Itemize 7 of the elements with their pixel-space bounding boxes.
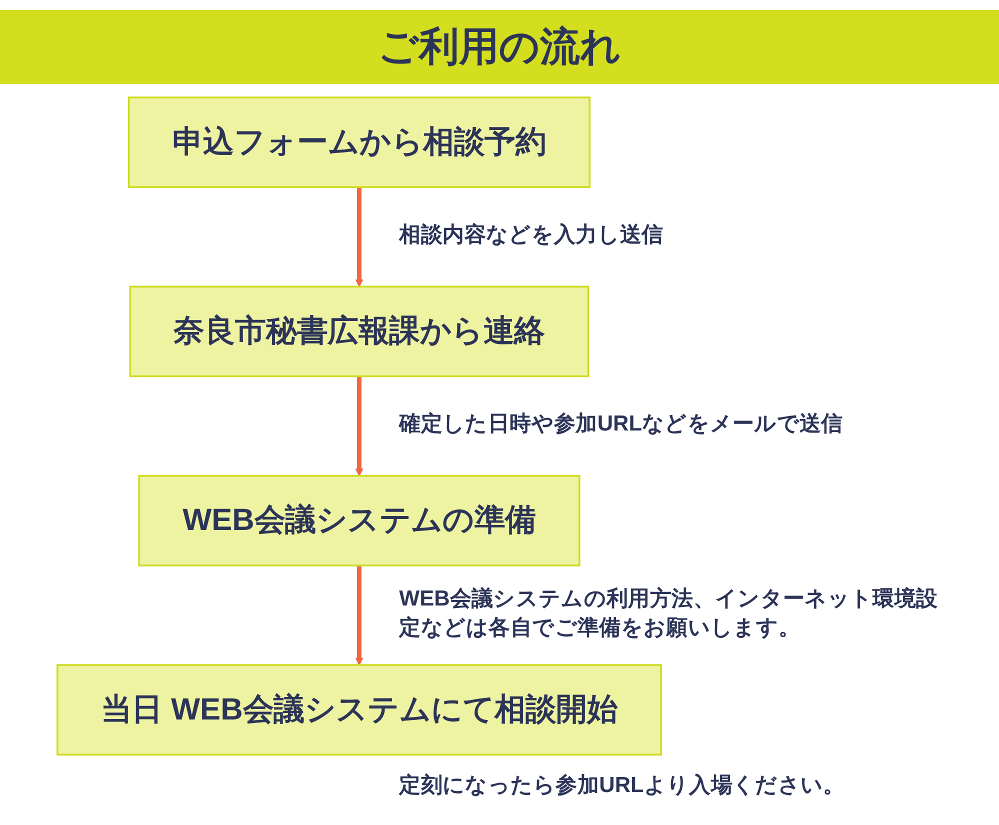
title-banner: ご利用の流れ — [0, 10, 999, 84]
node-box: WEB会議システムの準備 — [138, 474, 580, 566]
arrow — [354, 187, 363, 287]
arrow — [354, 376, 363, 476]
arrow — [354, 565, 363, 666]
node-box: 当日 WEB会議システムにて相談開始 — [56, 664, 662, 756]
node-box: 申込フォームから相談予約 — [128, 96, 590, 188]
